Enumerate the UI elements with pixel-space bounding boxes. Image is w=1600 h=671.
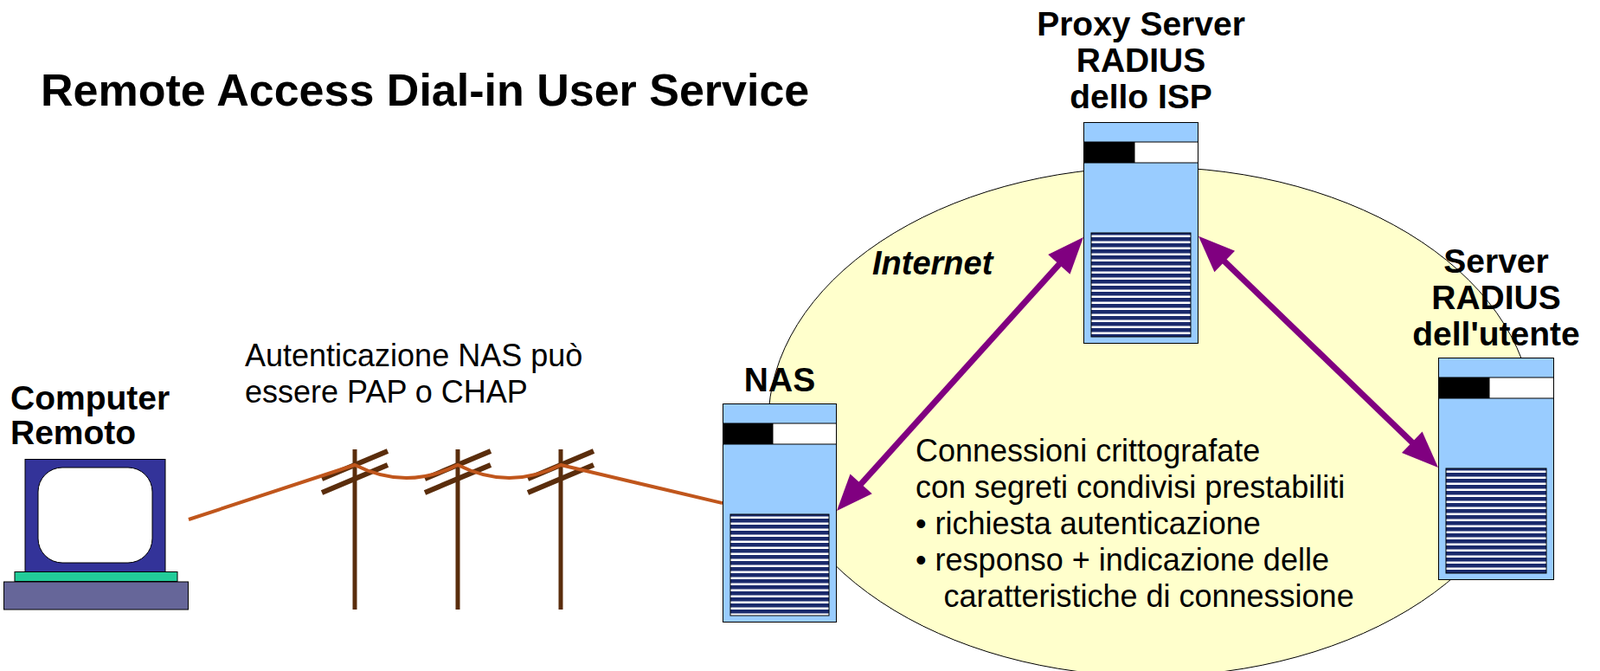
crossbar [321, 464, 388, 493]
server-case [1084, 122, 1199, 344]
link-line [856, 258, 1065, 489]
drive-bay [723, 423, 837, 444]
server-case [723, 404, 837, 623]
server-icon [1438, 357, 1555, 580]
node-heading: Proxy ServerRADIUSdello ISP [1036, 6, 1246, 116]
drive-bay [1439, 377, 1555, 399]
link-line [1219, 256, 1418, 447]
computer-base [4, 581, 189, 610]
server-icon [722, 403, 837, 623]
crossbar [424, 464, 491, 493]
phone-line [188, 464, 723, 520]
drive-slot [1084, 141, 1136, 163]
region-label: Internet [872, 244, 993, 282]
server-case [1439, 358, 1555, 580]
monitor [25, 459, 166, 572]
note-text: • responso + indicazione dellecaratteris… [915, 541, 1355, 615]
computer-node: ComputerRemoto [3, 458, 189, 611]
note-text: Connessioni crittografatecon segreti con… [915, 432, 1345, 506]
computer-icon [3, 458, 189, 611]
node-heading: ComputerRemoto [10, 380, 170, 450]
internet-ellipse [768, 167, 1534, 671]
server-node: ServerRADIUSdell'utente [1438, 357, 1555, 580]
monitor-stand [14, 571, 178, 582]
note-text: • richiesta autenticazione [915, 505, 1261, 542]
encrypted-link [836, 237, 1084, 511]
server-node: NAS [722, 403, 837, 623]
annotation-label: Autenticazione NAS puòessere PAP o CHAP [244, 337, 583, 411]
wire [188, 464, 723, 520]
diagram-title: Remote Access Dial-in User Service [40, 64, 810, 116]
vent-panel [730, 514, 829, 616]
node-heading: ServerRADIUSdell'utente [1412, 243, 1580, 353]
drive-slot [723, 423, 774, 444]
vent-panel [1445, 468, 1547, 573]
server-node: Proxy ServerRADIUSdello ISP [1083, 122, 1199, 344]
vent-panel [1091, 232, 1191, 337]
pole [559, 449, 564, 610]
pole [353, 449, 358, 610]
screen [38, 467, 153, 563]
encrypted-link [1198, 236, 1439, 468]
node-heading: NAS [744, 361, 816, 399]
pole [456, 449, 461, 610]
drive-bay [1084, 141, 1199, 163]
server-icon [1083, 122, 1199, 344]
drive-slot [1439, 377, 1491, 399]
